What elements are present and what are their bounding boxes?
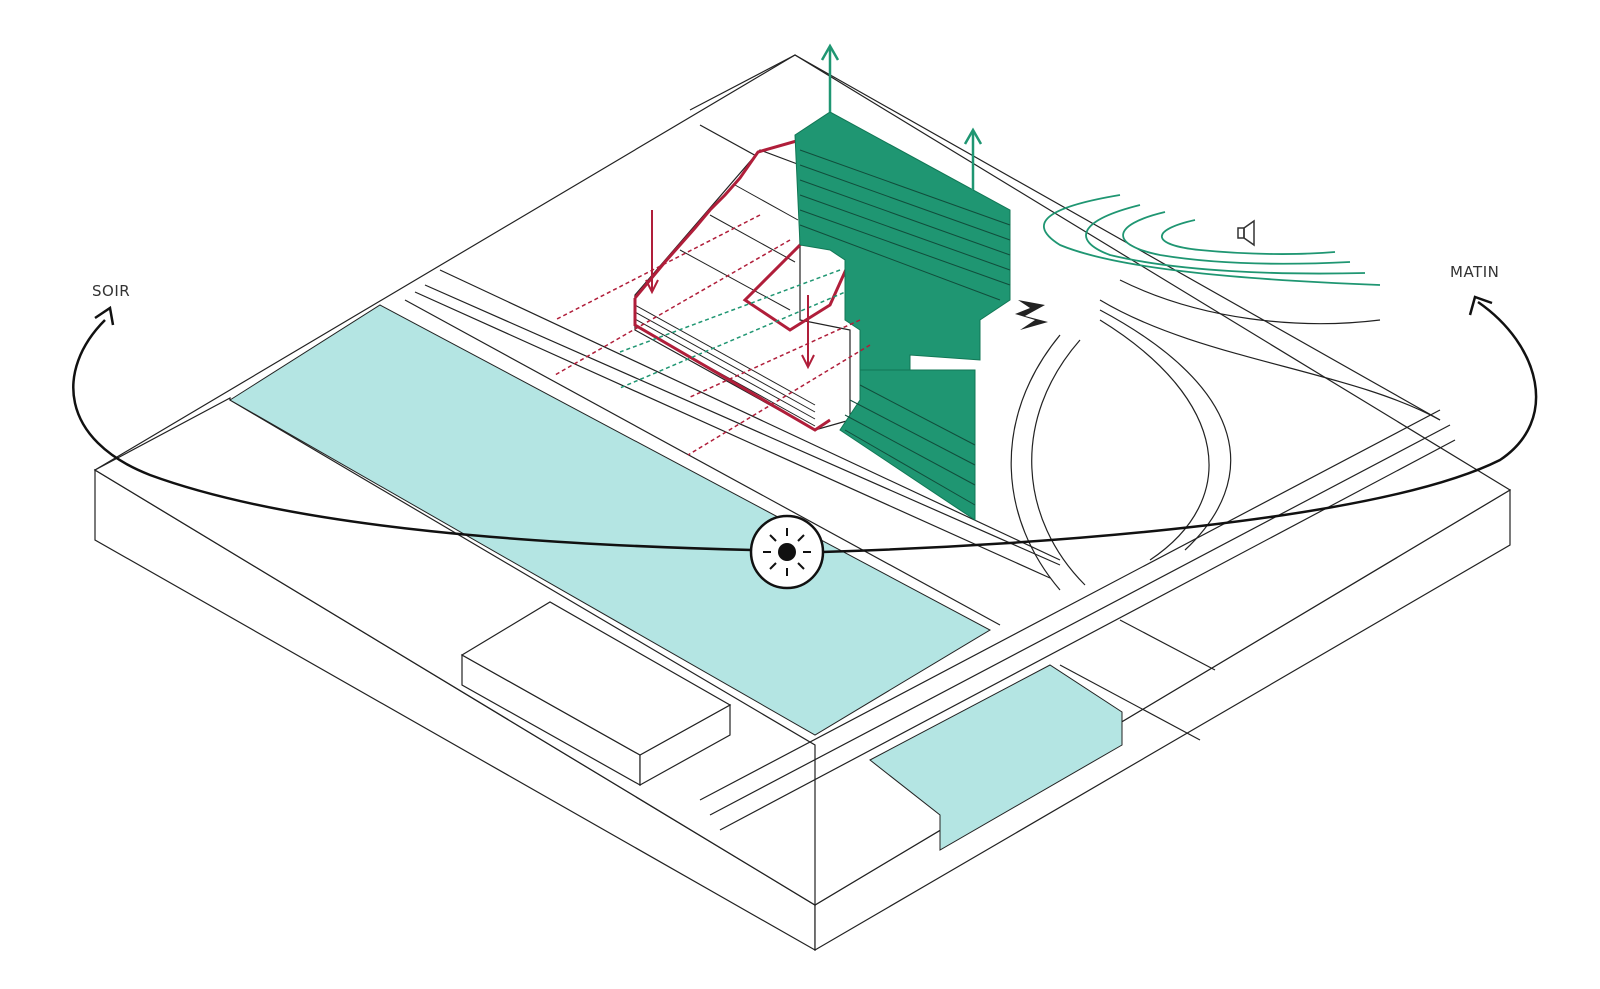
lightning-icon (1015, 300, 1048, 330)
wind-arrows (554, 214, 871, 456)
sound-waves (1043, 194, 1381, 286)
sun-icon (749, 514, 825, 590)
terrain-lines (404, 54, 1456, 831)
evening-label: SOIR (92, 282, 131, 300)
speaker-icon (1237, 219, 1255, 247)
sun-path (72, 295, 1538, 554)
river (229, 304, 992, 736)
low-building (460, 601, 732, 787)
arrow-down-icon (645, 210, 815, 370)
green-tower (794, 111, 1011, 521)
morning-label: MATIN (1450, 263, 1500, 281)
river-under-bridge (869, 664, 1123, 851)
arrow-up-icon (820, 43, 983, 190)
